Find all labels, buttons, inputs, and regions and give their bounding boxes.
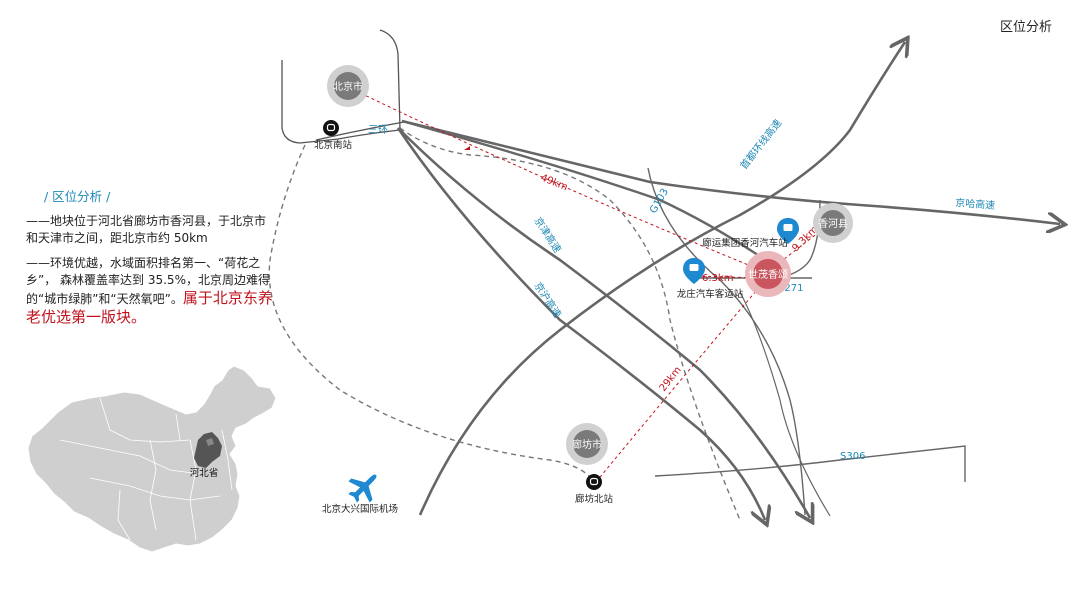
city-beijing[interactable]: 北京市	[327, 65, 369, 107]
station-langfang-north[interactable]: 廊坊北站	[575, 474, 614, 505]
highway-jingha	[401, 119, 1060, 224]
city-xianghe[interactable]: 香河县	[813, 203, 853, 243]
city-langfang[interactable]: 廊坊市	[566, 423, 608, 465]
highway-jinghu	[396, 127, 765, 520]
beijing-boundary	[281, 29, 401, 144]
china-outline	[27, 365, 277, 553]
airport-daxing-label: 北京大兴国际机场	[322, 503, 398, 515]
arrow-to-beijing	[464, 146, 470, 150]
distance-label-beijing: 49km	[539, 173, 569, 194]
road-g103	[647, 167, 806, 516]
hebei-province	[194, 432, 222, 468]
distance-line-langfang	[595, 276, 769, 483]
label-ring3: 三环	[368, 125, 388, 136]
station-beijing-south[interactable]: 北京南站	[314, 120, 353, 151]
info-paragraph-2: ——环境优越，水域面积排名第一、“荷花之乡”， 森林覆盖率达到 35.5%，北京…	[26, 255, 276, 327]
train-station-icon	[586, 474, 602, 490]
beijing-region	[206, 438, 214, 446]
rail-dashed-east	[399, 127, 741, 521]
station-beijing-south-label: 北京南站	[314, 139, 353, 151]
info-panel: / 区位分析 / ——地块位于河北省廊坊市香河县，于北京市和天津市之间，距北京市…	[26, 186, 276, 335]
label-jingjin: 京津高速	[531, 215, 564, 256]
distance-line-longzhuang	[695, 275, 761, 279]
ring-3	[315, 121, 405, 141]
info-heading: / 区位分析 /	[44, 189, 111, 204]
distance-label-langfang: 29km	[658, 365, 684, 394]
label-capital-ring: 首都环线高速	[737, 117, 784, 172]
hebei-label: 河北省	[190, 467, 219, 479]
label-s271: S271	[778, 283, 803, 294]
road-s306	[654, 445, 966, 482]
airplane-icon	[348, 474, 377, 503]
label-g103: G103	[648, 187, 671, 216]
road-misc	[739, 291, 831, 517]
bus-station-longzhuang[interactable]: 龙庄汽车客运站	[677, 258, 744, 300]
train-station-icon	[323, 120, 339, 136]
city-xianghe-label: 香河县	[818, 218, 848, 230]
china-inset-map: 河北省	[27, 365, 277, 553]
label-jinghu: 京沪高速	[531, 280, 564, 321]
city-beijing-label: 北京市	[333, 80, 363, 93]
station-langfang-north-label: 廊坊北站	[575, 493, 614, 505]
label-jingha: 京哈高速	[955, 196, 996, 212]
distance-label-longzhuang: 6.3km	[702, 273, 733, 284]
bus-station-xianghe[interactable]: 廊运集团香河汽车站	[702, 218, 799, 249]
page-title: 区位分析	[999, 20, 1052, 35]
bus-station-xianghe-label: 廊运集团香河汽车站	[702, 237, 788, 249]
label-s306: S306	[840, 451, 865, 462]
info-paragraph-1: ——地块位于河北省廊坊市香河县，于北京市和天津市之间，距北京市约 50km	[26, 214, 267, 245]
info-paragraph-2-text: ——环境优越，水域面积排名第一、“荷花之乡”， 森林覆盖率达到 35.5%，北京…	[26, 256, 270, 306]
bus-station-longzhuang-label: 龙庄汽车客运站	[677, 288, 744, 300]
distance-line-beijing	[349, 87, 769, 274]
project-site-label: 世茂香颂	[748, 268, 788, 281]
info-highlight: 属于北京东养老优选第一版块。	[26, 289, 273, 326]
highway-capital-ring	[418, 42, 905, 516]
city-langfang-label: 廊坊市	[572, 438, 602, 451]
highway-jingjin	[397, 127, 810, 518]
airport-daxing[interactable]: 北京大兴国际机场	[322, 464, 398, 515]
rail-dashed-west	[268, 144, 594, 483]
project-site[interactable]: 世茂香颂	[745, 251, 791, 297]
highway-ring-ne	[401, 119, 781, 271]
